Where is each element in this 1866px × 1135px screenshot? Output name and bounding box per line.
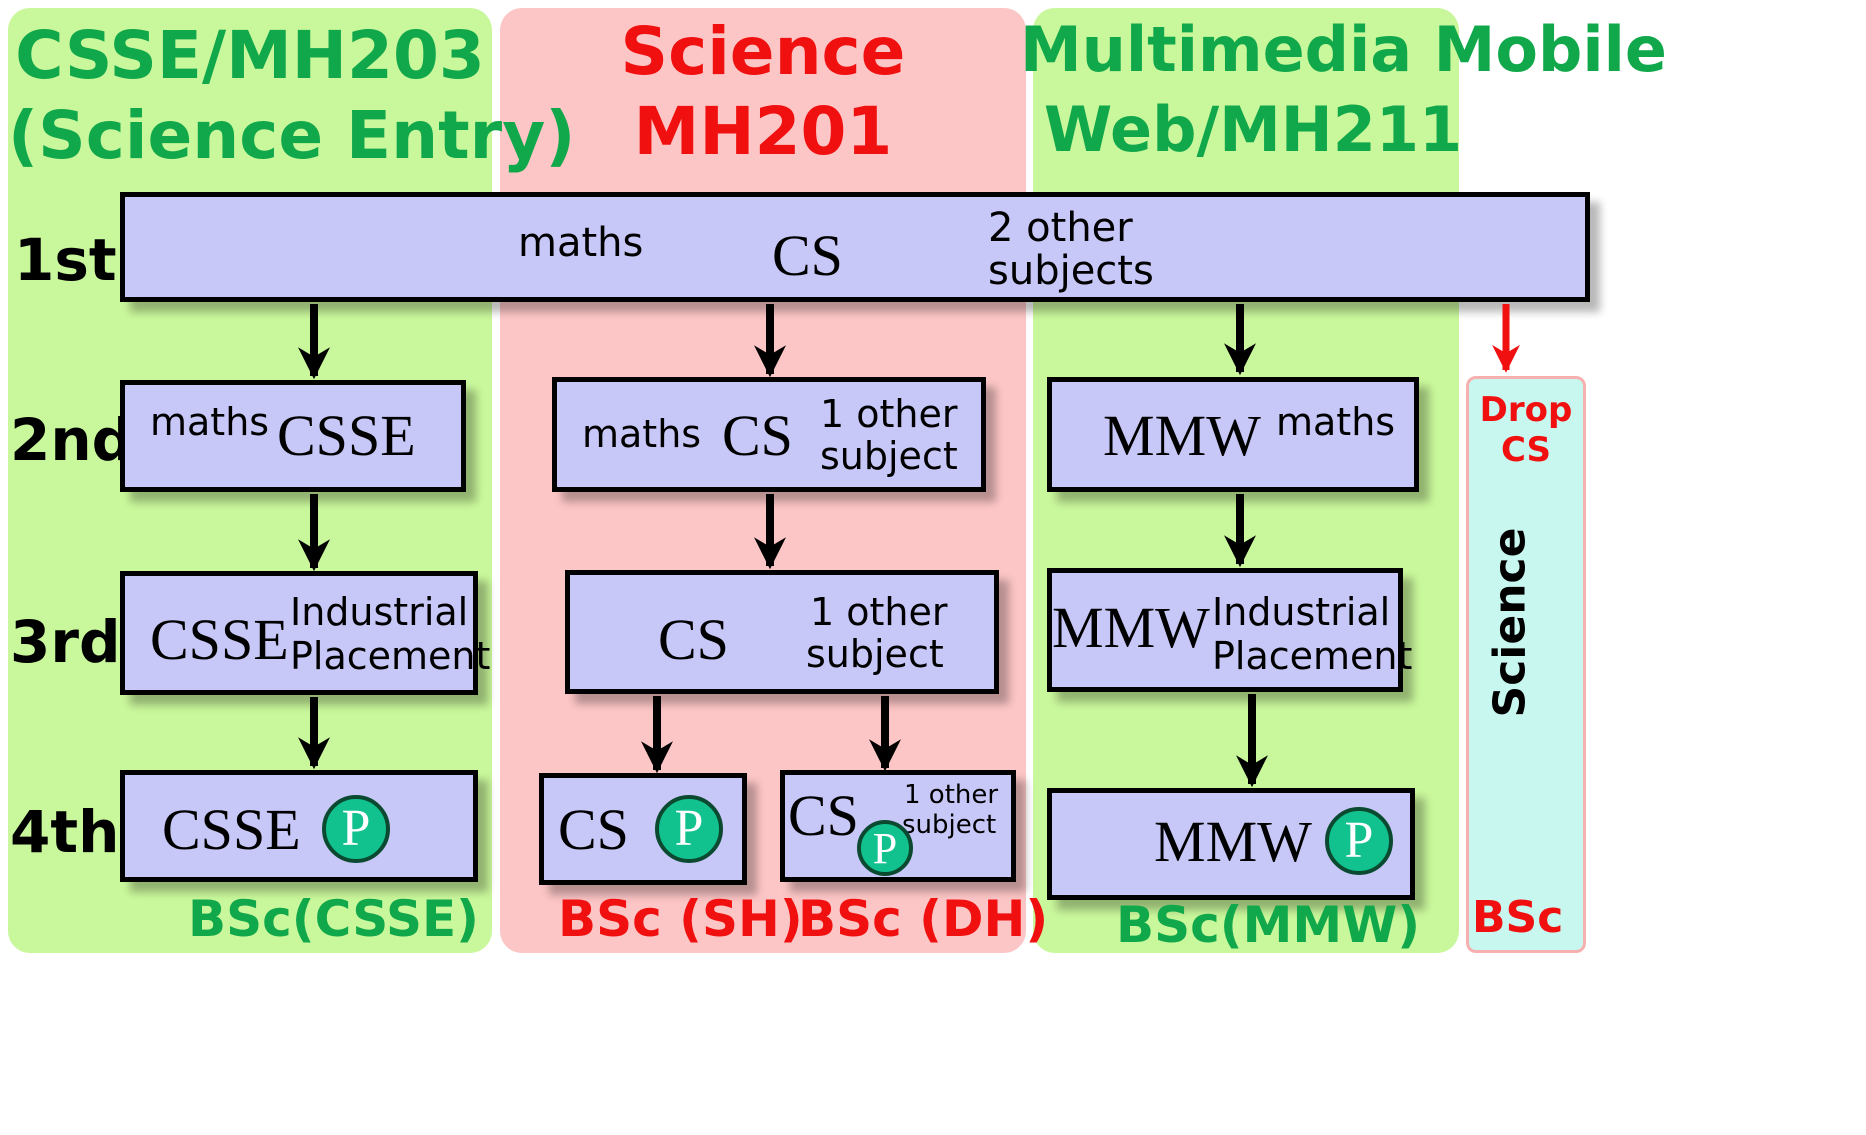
fourth-year-dh-other-line1: 1 other <box>904 780 999 810</box>
year-label-3rd: 3rd <box>10 608 121 676</box>
third-year-csse-box <box>120 571 478 695</box>
drop-cs-column-panel <box>1466 376 1586 953</box>
third-year-science-other-line2: subject <box>806 632 944 676</box>
third-year-science-other-line1: 1 other <box>810 590 948 634</box>
csse-title-line1: CSSE/MH203 <box>15 17 485 94</box>
first-year-box <box>120 192 1590 302</box>
fourth-year-mmw-project-badge: P <box>1325 807 1393 875</box>
third-year-mmw-main: MMW <box>1052 595 1210 660</box>
degree-drop-bsc: BSc <box>1472 892 1564 943</box>
second-year-mmw-box <box>1047 377 1419 492</box>
third-year-science-main: CS <box>658 607 729 672</box>
fourth-year-dh-main: CS <box>788 783 859 848</box>
drop-cs-label-line1: Drop <box>1479 390 1573 430</box>
third-year-csse-main: CSSE <box>150 607 289 672</box>
degree-csse: BSc(CSSE) <box>188 890 480 948</box>
mmw-title-line2: Web/MH211 <box>1043 93 1463 166</box>
first-year-other-line1: 2 other <box>988 205 1133 251</box>
csse-column-title: CSSE/MH203 (Science Entry) <box>8 16 576 176</box>
third-year-csse-ip-line2: Placement <box>290 634 491 678</box>
fourth-year-dh-other-line2: subject <box>902 810 997 840</box>
second-year-csse-maths: maths <box>150 400 270 444</box>
second-year-science-box <box>552 377 986 492</box>
year-label-1st: 1st <box>14 226 117 294</box>
second-year-science-other-line2: subject <box>820 434 958 478</box>
degree-sh: BSc (SH) <box>558 890 803 948</box>
second-year-csse-main: CSSE <box>277 403 416 468</box>
degree-mmw: BSc(MMW) <box>1116 896 1421 954</box>
science-title-line2: MH201 <box>633 93 893 170</box>
second-year-mmw-maths: maths <box>1276 400 1396 444</box>
third-year-science-box <box>565 570 999 694</box>
third-year-csse-ip-line1: Industrial <box>290 590 469 634</box>
second-year-science-other-line1: 1 other <box>820 392 958 436</box>
fourth-year-sh-main: CS <box>558 797 629 862</box>
second-year-csse-box <box>120 380 466 492</box>
second-year-science-main: CS <box>722 403 793 468</box>
fourth-year-dh-project-badge: P <box>857 820 913 876</box>
fourth-year-mmw-main: MMW <box>1154 809 1312 874</box>
year-label-4th: 4th <box>10 798 120 866</box>
fourth-year-csse-project-badge: P <box>322 795 390 863</box>
year-label-2nd: 2nd <box>10 406 134 474</box>
fourth-year-csse-main: CSSE <box>162 797 301 862</box>
third-year-mmw-ip-line1: Industrial <box>1212 590 1391 634</box>
science-column-title: Science MH201 <box>500 12 1026 172</box>
first-year-other-line2: subjects <box>988 248 1154 294</box>
third-year-mmw-box <box>1047 568 1403 692</box>
fourth-year-sh-project-badge: P <box>655 795 723 863</box>
third-year-mmw-ip-line2: Placement <box>1212 634 1413 678</box>
degree-dh: BSc (DH) <box>798 890 1049 948</box>
csse-title-line2: (Science Entry) <box>8 97 576 174</box>
second-year-mmw-main: MMW <box>1103 403 1261 468</box>
second-year-science-maths: maths <box>582 412 702 456</box>
first-year-maths: maths <box>518 220 644 266</box>
first-year-cs: CS <box>772 223 843 288</box>
drop-cs-label-line2: CS <box>1500 430 1552 470</box>
science-title-line1: Science <box>620 13 906 90</box>
fourth-year-csse-box <box>120 770 478 882</box>
